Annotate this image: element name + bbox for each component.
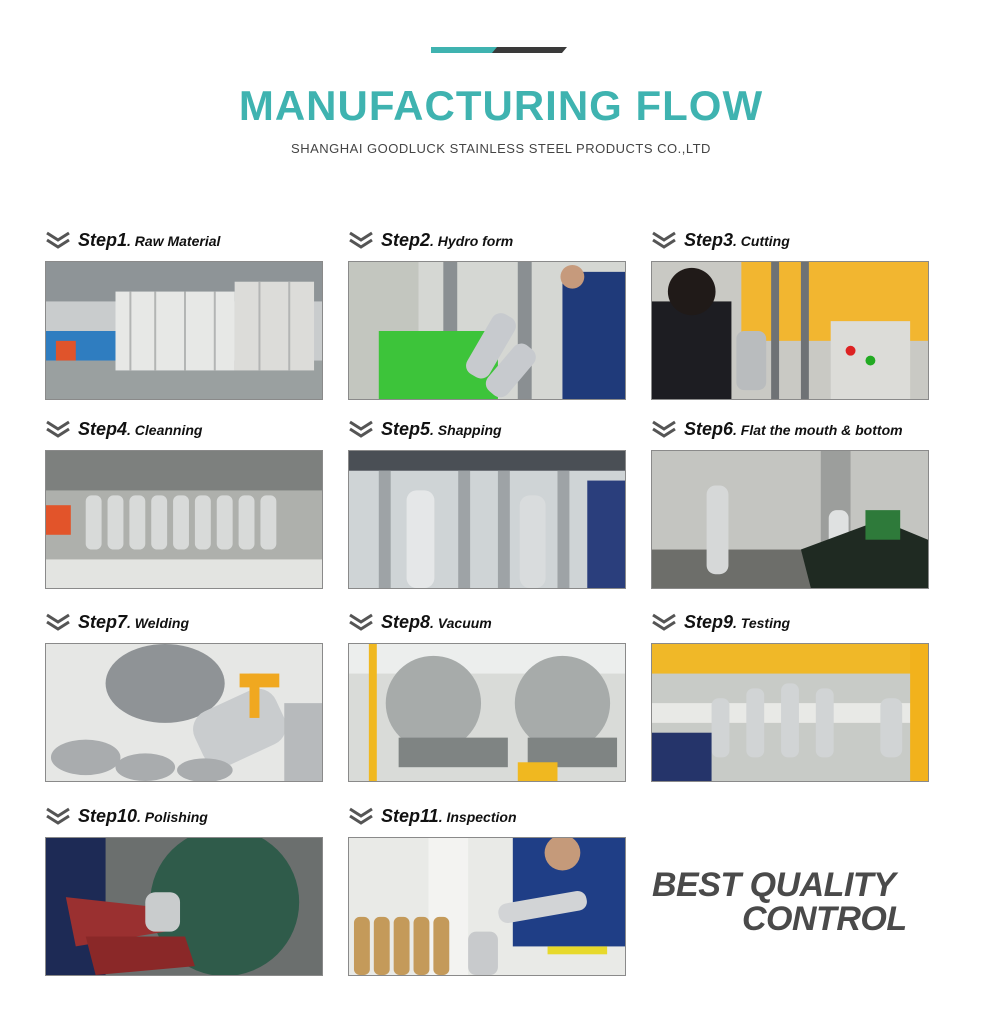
step-6: Step6. Flat the mouth & bottom — [651, 417, 931, 589]
step-number: Step7 — [78, 611, 128, 632]
step-label: Step3. Cutting — [651, 228, 931, 252]
step-photo-flat-mouth-bottom — [651, 450, 929, 589]
step-photo-cutting — [651, 261, 929, 400]
double-chevron-down-icon — [652, 613, 676, 631]
step-number: Step9 — [684, 611, 734, 632]
step-photo-raw-material — [45, 261, 323, 400]
double-chevron-down-icon — [46, 613, 70, 631]
step-name: . Cleanning — [127, 421, 203, 438]
step-name: . Polishing — [137, 808, 208, 825]
step-photo-hydro-form — [348, 261, 626, 400]
double-chevron-down-icon — [46, 231, 70, 249]
step-number: Step11 — [381, 805, 439, 826]
step-label: Step9. Testing — [651, 610, 931, 634]
step-3: Step3. Cutting — [651, 228, 931, 400]
step-name: . Shapping — [430, 421, 502, 438]
step-number: Step1 — [78, 229, 128, 250]
step-photo-shaping — [348, 450, 626, 589]
step-label: Step6. Flat the mouth & bottom — [651, 417, 931, 441]
step-label: Step4. Cleanning — [45, 417, 325, 441]
tagline-line-1: BEST QUALITY — [652, 866, 896, 904]
step-number: Step5 — [381, 418, 431, 439]
double-chevron-down-icon — [349, 420, 373, 438]
company-name: SHANGHAI GOODLUCK STAINLESS STEEL PRODUC… — [291, 141, 711, 156]
step-name: . Hydro form — [430, 232, 514, 249]
step-number: Step2 — [381, 229, 431, 250]
step-label: Step11. Inspection — [348, 804, 628, 828]
step-photo-polishing — [45, 837, 323, 976]
step-name: . Welding — [127, 614, 189, 631]
step-number: Step10 — [78, 805, 138, 826]
step-7: Step7. Welding — [45, 610, 325, 782]
step-photo-cleaning — [45, 450, 323, 589]
step-label: Step10. Polishing — [45, 804, 325, 828]
double-chevron-down-icon — [46, 807, 70, 825]
step-11: Step11. Inspection — [348, 804, 628, 976]
step-name: . Testing — [733, 614, 791, 631]
step-number: Step8 — [381, 611, 431, 632]
step-number: Step4 — [78, 418, 128, 439]
step-label: Step2. Hydro form — [348, 228, 628, 252]
step-2: Step2. Hydro form — [348, 228, 628, 400]
header-dark-bar — [491, 47, 567, 53]
step-number: Step6 — [684, 418, 734, 439]
double-chevron-down-icon — [652, 420, 676, 438]
quality-tagline: BEST QUALITY CONTROL — [652, 868, 942, 936]
step-9: Step9. Testing — [651, 610, 931, 782]
step-number: Step3 — [684, 229, 734, 250]
double-chevron-down-icon — [349, 807, 373, 825]
step-photo-welding — [45, 643, 323, 782]
step-10: Step10. Polishing — [45, 804, 325, 976]
step-5: Step5. Shapping — [348, 417, 628, 589]
header-accent-bar — [431, 47, 503, 53]
tagline-line-2: CONTROL — [742, 900, 907, 938]
double-chevron-down-icon — [349, 231, 373, 249]
step-label: Step1. Raw Material — [45, 228, 325, 252]
step-name: . Cutting — [733, 232, 790, 249]
step-label: Step8. Vacuum — [348, 610, 628, 634]
step-label: Step7. Welding — [45, 610, 325, 634]
page-title: MANUFACTURING FLOW — [238, 82, 764, 129]
double-chevron-down-icon — [46, 420, 70, 438]
step-photo-inspection — [348, 837, 626, 976]
step-name: . Inspection — [438, 808, 517, 825]
step-name: . Flat the mouth & bottom — [733, 421, 903, 438]
step-name: . Vacuum — [430, 614, 492, 631]
step-4: Step4. Cleanning — [45, 417, 325, 589]
step-8: Step8. Vacuum — [348, 610, 628, 782]
step-photo-testing — [651, 643, 929, 782]
step-photo-vacuum — [348, 643, 626, 782]
double-chevron-down-icon — [349, 613, 373, 631]
step-1: Step1. Raw Material — [45, 228, 325, 400]
double-chevron-down-icon — [652, 231, 676, 249]
step-name: . Raw Material — [127, 232, 221, 249]
step-label: Step5. Shapping — [348, 417, 628, 441]
